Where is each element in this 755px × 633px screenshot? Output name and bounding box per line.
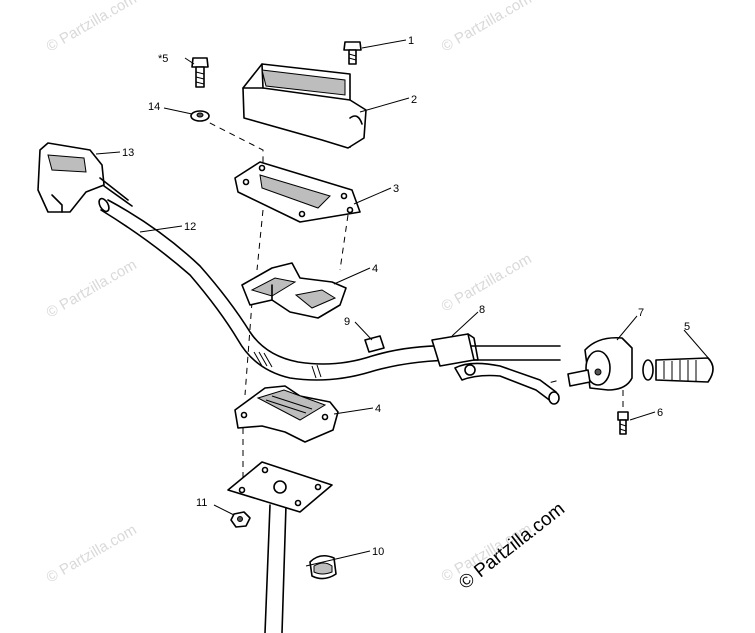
watermark: © Partzilla.com bbox=[44, 256, 140, 321]
callout-11: 11 bbox=[196, 497, 207, 509]
callout-5-grip: 5 bbox=[684, 321, 690, 333]
callout-10: 10 bbox=[372, 546, 384, 558]
callout-5-bolt: *5 bbox=[158, 53, 168, 65]
spacer-part-9 bbox=[364, 335, 385, 353]
callout-labels: 1 2 3 4 4 *5 5 6 7 8 9 10 11 12 13 14 bbox=[122, 35, 690, 558]
throttle-housing-part-7 bbox=[567, 336, 633, 391]
callout-7: 7 bbox=[638, 307, 644, 319]
handlebar-part-12 bbox=[98, 197, 561, 381]
grip-part-5 bbox=[642, 357, 714, 383]
callout-1: 1 bbox=[408, 35, 414, 47]
callout-8: 8 bbox=[479, 304, 485, 316]
callout-9: 9 bbox=[344, 316, 350, 328]
leader-lines bbox=[95, 39, 711, 567]
callout-4-lower: 4 bbox=[375, 403, 381, 415]
copyright-text: © Partzilla.com bbox=[455, 499, 569, 594]
left-control-part-13 bbox=[37, 142, 133, 213]
clamp-lower-part-4 bbox=[234, 385, 339, 443]
nut-part-11 bbox=[230, 511, 251, 528]
watermark: © Partzilla.com bbox=[44, 521, 140, 586]
watermark: © Partzilla.com bbox=[44, 0, 140, 55]
brake-lever-part-8 bbox=[431, 333, 560, 405]
mount-plate-part-3 bbox=[234, 161, 361, 223]
hose-clamp-part-10 bbox=[309, 554, 337, 580]
callout-2: 2 bbox=[411, 94, 417, 106]
clamp-upper-part-4 bbox=[241, 262, 347, 319]
bolt-part-5 bbox=[191, 57, 209, 88]
callout-12: 12 bbox=[184, 221, 196, 233]
callout-6: 6 bbox=[657, 407, 663, 419]
watermark: © Partzilla.com bbox=[439, 250, 535, 315]
callout-13: 13 bbox=[122, 147, 134, 159]
callout-14: 14 bbox=[148, 101, 160, 113]
washer-part-14 bbox=[190, 110, 210, 122]
bolt-part-1 bbox=[343, 41, 362, 65]
steering-post-plate bbox=[227, 461, 333, 513]
handlebar-pad-part-2 bbox=[242, 63, 367, 149]
screw-part-6 bbox=[617, 411, 629, 435]
steering-shaft bbox=[264, 504, 287, 633]
callout-3: 3 bbox=[393, 183, 399, 195]
callout-4-upper: 4 bbox=[372, 263, 378, 275]
watermark: © Partzilla.com bbox=[439, 0, 535, 55]
